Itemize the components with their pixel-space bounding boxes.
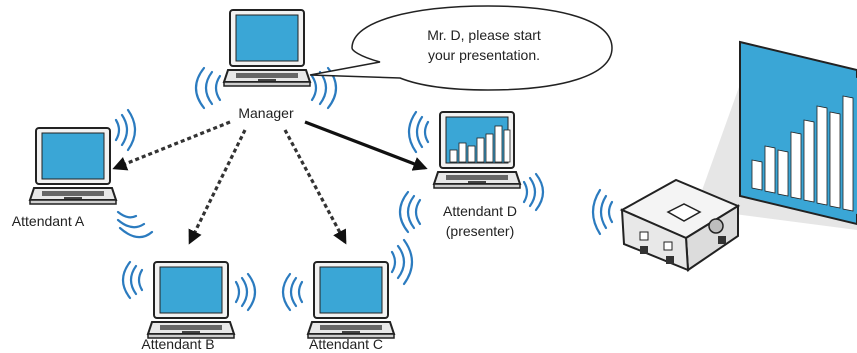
wireless-icon-attendant-a-top xyxy=(114,108,137,152)
arrow-manager-to-attendant-b xyxy=(188,129,247,245)
laptop-attendant-a: Attendant A xyxy=(12,108,154,239)
presentation-chart-icon xyxy=(449,125,511,163)
label-attendant-d-role: (presenter) xyxy=(446,223,514,239)
wireless-icon-projector xyxy=(591,188,614,236)
label-attendant-b: Attendant B xyxy=(141,336,214,352)
wireless-icon-attendant-a-bottom xyxy=(116,210,154,239)
wireless-icon-manager-left xyxy=(194,66,222,110)
wireless-icon-attendant-c-left xyxy=(281,272,304,312)
laptop-manager: Manager xyxy=(194,9,338,121)
arrow-manager-to-attendant-d xyxy=(304,120,428,171)
connection-arrows xyxy=(112,120,428,245)
speech-bubble-line-2: your presentation. xyxy=(428,47,540,63)
laptop-attendant-b: Attendant B xyxy=(121,260,257,352)
wireless-icon-attendant-b-right xyxy=(234,272,257,312)
wireless-icon-attendant-c-right xyxy=(390,238,414,286)
wireless-icon-attendant-d-top xyxy=(407,110,430,154)
speech-bubble: Mr. D, please start your presentation. xyxy=(309,5,613,91)
label-manager: Manager xyxy=(238,105,294,121)
wireless-icon-attendant-d-bottom xyxy=(398,190,422,234)
arrow-manager-to-attendant-c xyxy=(283,129,347,245)
projected-chart-icon xyxy=(751,95,854,212)
label-attendant-d: Attendant D xyxy=(443,203,517,219)
label-attendant-a: Attendant A xyxy=(12,213,85,229)
speech-bubble-line-1: Mr. D, please start xyxy=(427,27,541,43)
label-attendant-c: Attendant C xyxy=(309,336,383,352)
projection-screen xyxy=(700,40,857,230)
wireless-icon-attendant-b-left xyxy=(121,260,144,300)
wireless-icon-attendant-d-right xyxy=(522,172,545,212)
laptop-attendant-c: Attendant C xyxy=(281,238,414,352)
laptop-attendant-d: Attendant D (presenter) xyxy=(398,110,545,239)
projector xyxy=(591,178,741,272)
